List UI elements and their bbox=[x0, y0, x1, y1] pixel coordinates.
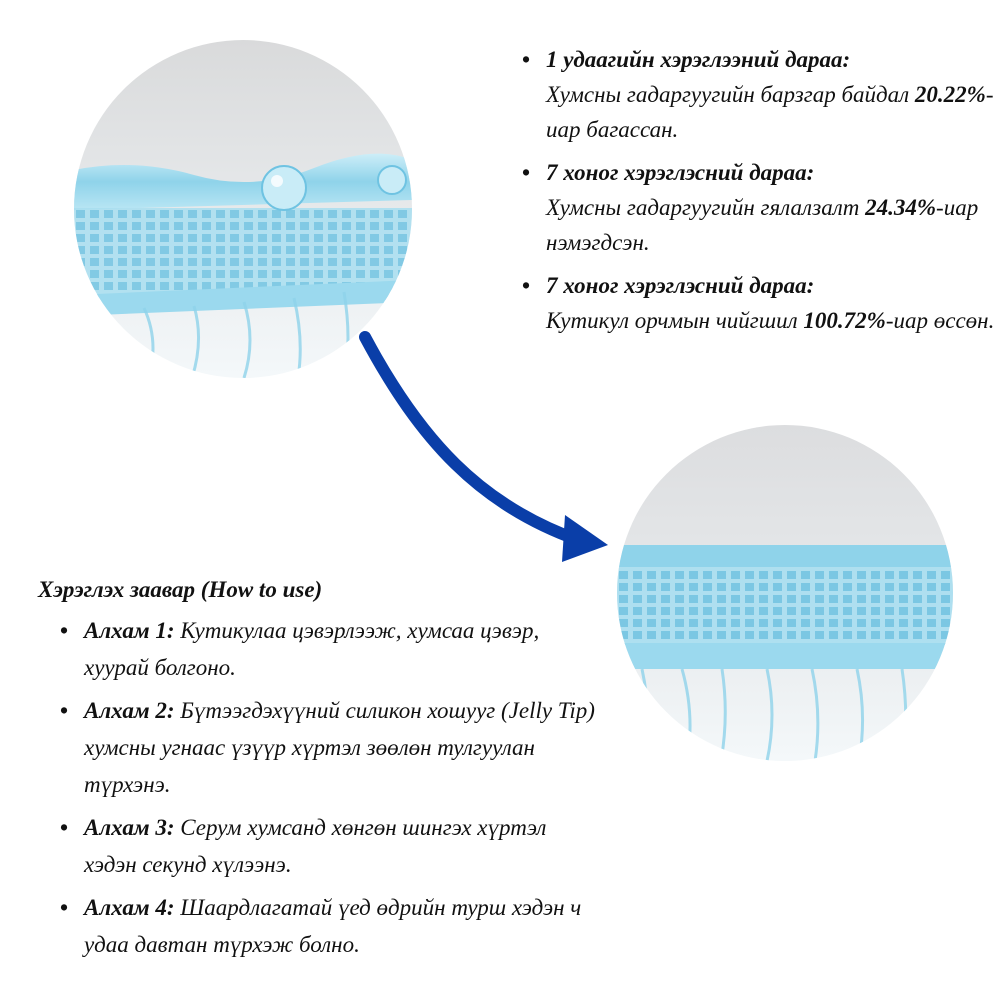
result-heading: 1 удаагийн хэрэглээний дараа: bbox=[546, 47, 851, 72]
result-text: Хумсны гадаргуугийн барзгар байдал bbox=[546, 82, 915, 107]
step-label: Алхам 4: bbox=[84, 895, 175, 920]
result-heading: 7 хоног хэрэглэсний дараа: bbox=[546, 273, 815, 298]
result-item: 1 удаагийн хэрэглээний дараа: Хумсны гад… bbox=[522, 42, 1000, 147]
result-text: Хумсны гадаргуугийн гялалзалт bbox=[546, 195, 866, 220]
step-text: Шаардлагатай үед өдрийн турш хэдэн ч уда… bbox=[84, 895, 582, 957]
result-item: 7 хоног хэрэглэсний дараа: Кутикул орчмы… bbox=[522, 268, 1000, 338]
result-text-suffix: -иар нэмэгдсэн. bbox=[546, 195, 979, 255]
nail-surface-before-illustration bbox=[74, 40, 412, 378]
result-item: 7 хоног хэрэглэсний дараа: Хумсны гадарг… bbox=[522, 155, 1000, 260]
nail-surface-after-image bbox=[617, 425, 953, 761]
step-text: Бүтээгдэхүүний силикон хошууг (Jelly Tip… bbox=[84, 698, 595, 797]
result-value: 100.72% bbox=[803, 308, 886, 333]
how-to-use-title: Хэрэглэх заавар (How to use) bbox=[38, 577, 323, 602]
step-item: Алхам 1: Кутикулаа цэвэрлээж, хумсаа цэв… bbox=[60, 612, 604, 686]
results-list: 1 удаагийн хэрэглээний дараа: Хумсны гад… bbox=[522, 42, 1000, 346]
nail-surface-after-illustration bbox=[617, 425, 953, 761]
how-to-steps-list: Алхам 1: Кутикулаа цэвэрлээж, хумсаа цэв… bbox=[60, 612, 604, 969]
step-text: Кутикулаа цэвэрлээж, хумсаа цэвэр, хуура… bbox=[84, 618, 540, 680]
step-label: Алхам 2: bbox=[84, 698, 175, 723]
result-value: 20.22% bbox=[914, 82, 986, 107]
step-label: Алхам 1: bbox=[84, 618, 175, 643]
result-text-suffix: -иар багассан. bbox=[546, 82, 994, 142]
step-item: Алхам 2: Бүтээгдэхүүний силикон хошууг (… bbox=[60, 692, 604, 803]
step-text: Серум хумсанд хөнгөн шингэх хүртэл хэдэн… bbox=[84, 815, 547, 877]
result-heading: 7 хоног хэрэглэсний дараа: bbox=[546, 160, 815, 185]
result-text: Кутикул орчмын чийгшил bbox=[546, 308, 804, 333]
step-item: Алхам 3: Серум хумсанд хөнгөн шингэх хүр… bbox=[60, 809, 604, 883]
step-item: Алхам 4: Шаардлагатай үед өдрийн турш хэ… bbox=[60, 889, 604, 963]
step-label: Алхам 3: bbox=[84, 815, 175, 840]
result-value: 24.34% bbox=[865, 195, 937, 220]
nail-surface-before-image bbox=[74, 40, 412, 378]
result-text-suffix: -иар өссөн. bbox=[885, 308, 995, 333]
